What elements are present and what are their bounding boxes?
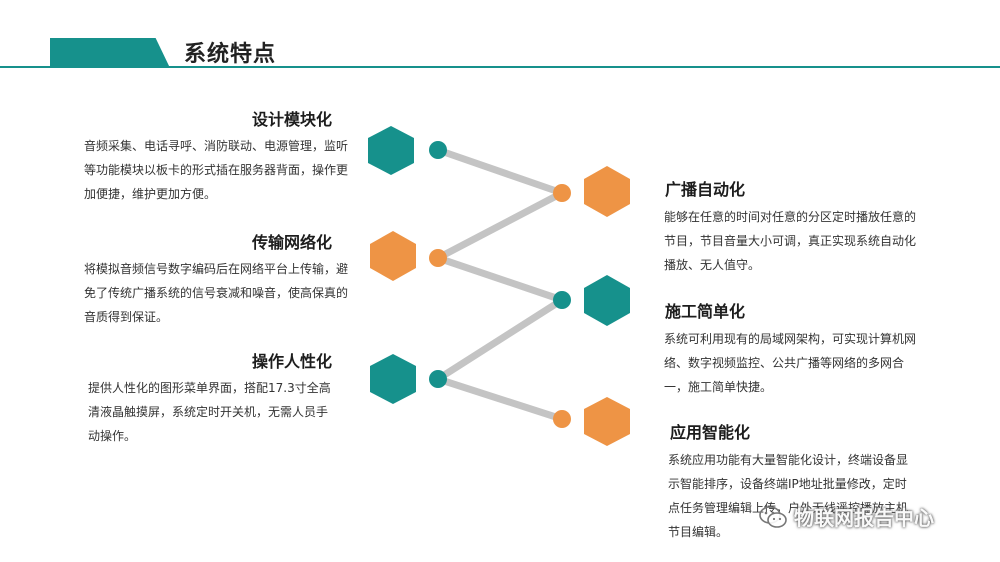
connector-line: [434, 296, 566, 383]
watermark: 物联网报告中心: [758, 502, 934, 531]
feature-desc-simple-construction: 系统可利用现有的局域网架构，可实现计算机网络、数字视频监控、公共广播等网络的多网…: [664, 332, 917, 394]
connector-dot-2: [553, 184, 571, 202]
connector-dot-3: [429, 249, 447, 267]
feature-title-design-modular: 设计模块化: [251, 110, 332, 129]
feature-desc-design-modular: 音频采集、电话寻呼、消防联动、电源管理，监听等功能模块以板卡的形式插在服务器背面…: [84, 139, 349, 201]
connector-dot-6: [553, 410, 571, 428]
header-accent-tab: [50, 38, 170, 68]
connector-line: [434, 189, 566, 262]
wechat-icon: [759, 505, 787, 528]
feature-title-humanized-operation: 操作人性化: [251, 352, 332, 371]
hexagon-5: [370, 354, 416, 404]
hexagon-6: [584, 397, 630, 446]
watermark-text: 物联网报告中心: [794, 506, 934, 530]
connector-line: [434, 254, 566, 304]
feature-title-simple-construction: 施工简单化: [665, 302, 746, 321]
hexagon-2: [584, 166, 630, 217]
connector-line: [434, 375, 566, 423]
feature-title-intelligent-application: 应用智能化: [670, 423, 751, 442]
hexagon-1: [368, 126, 414, 175]
header-rule: [0, 66, 1000, 68]
connector-dot-5: [429, 370, 447, 388]
feature-desc-intelligent-application: 系统应用功能有大量智能化设计，终端设备显示智能排序，设备终端IP地址批量修改，定…: [668, 453, 909, 539]
feature-desc-humanized-operation: 提供人性化的图形菜单界面，搭配17.3寸全高清液晶触摸屏，系统定时开关机，无需人…: [88, 381, 331, 443]
feature-desc-broadcast-automation: 能够在任意的时间对任意的分区定时播放任意的节目，节目音量大小可调，真正实现系统自…: [664, 210, 917, 272]
feature-desc-network-transmission: 将模拟音频信号数字编码后在网络平台上传输，避免了传统广播系统的信号衰减和噪音，使…: [84, 262, 349, 324]
connector-lines: [434, 146, 566, 423]
connector-line: [434, 146, 566, 197]
hexagon-3: [370, 231, 416, 281]
connector-dot-4: [553, 291, 571, 309]
hexagon-4: [584, 275, 630, 326]
feature-title-network-transmission: 传输网络化: [251, 233, 332, 252]
feature-title-broadcast-automation: 广播自动化: [665, 180, 746, 199]
connector-dot-1: [429, 141, 447, 159]
page-title: 系统特点: [184, 42, 277, 67]
